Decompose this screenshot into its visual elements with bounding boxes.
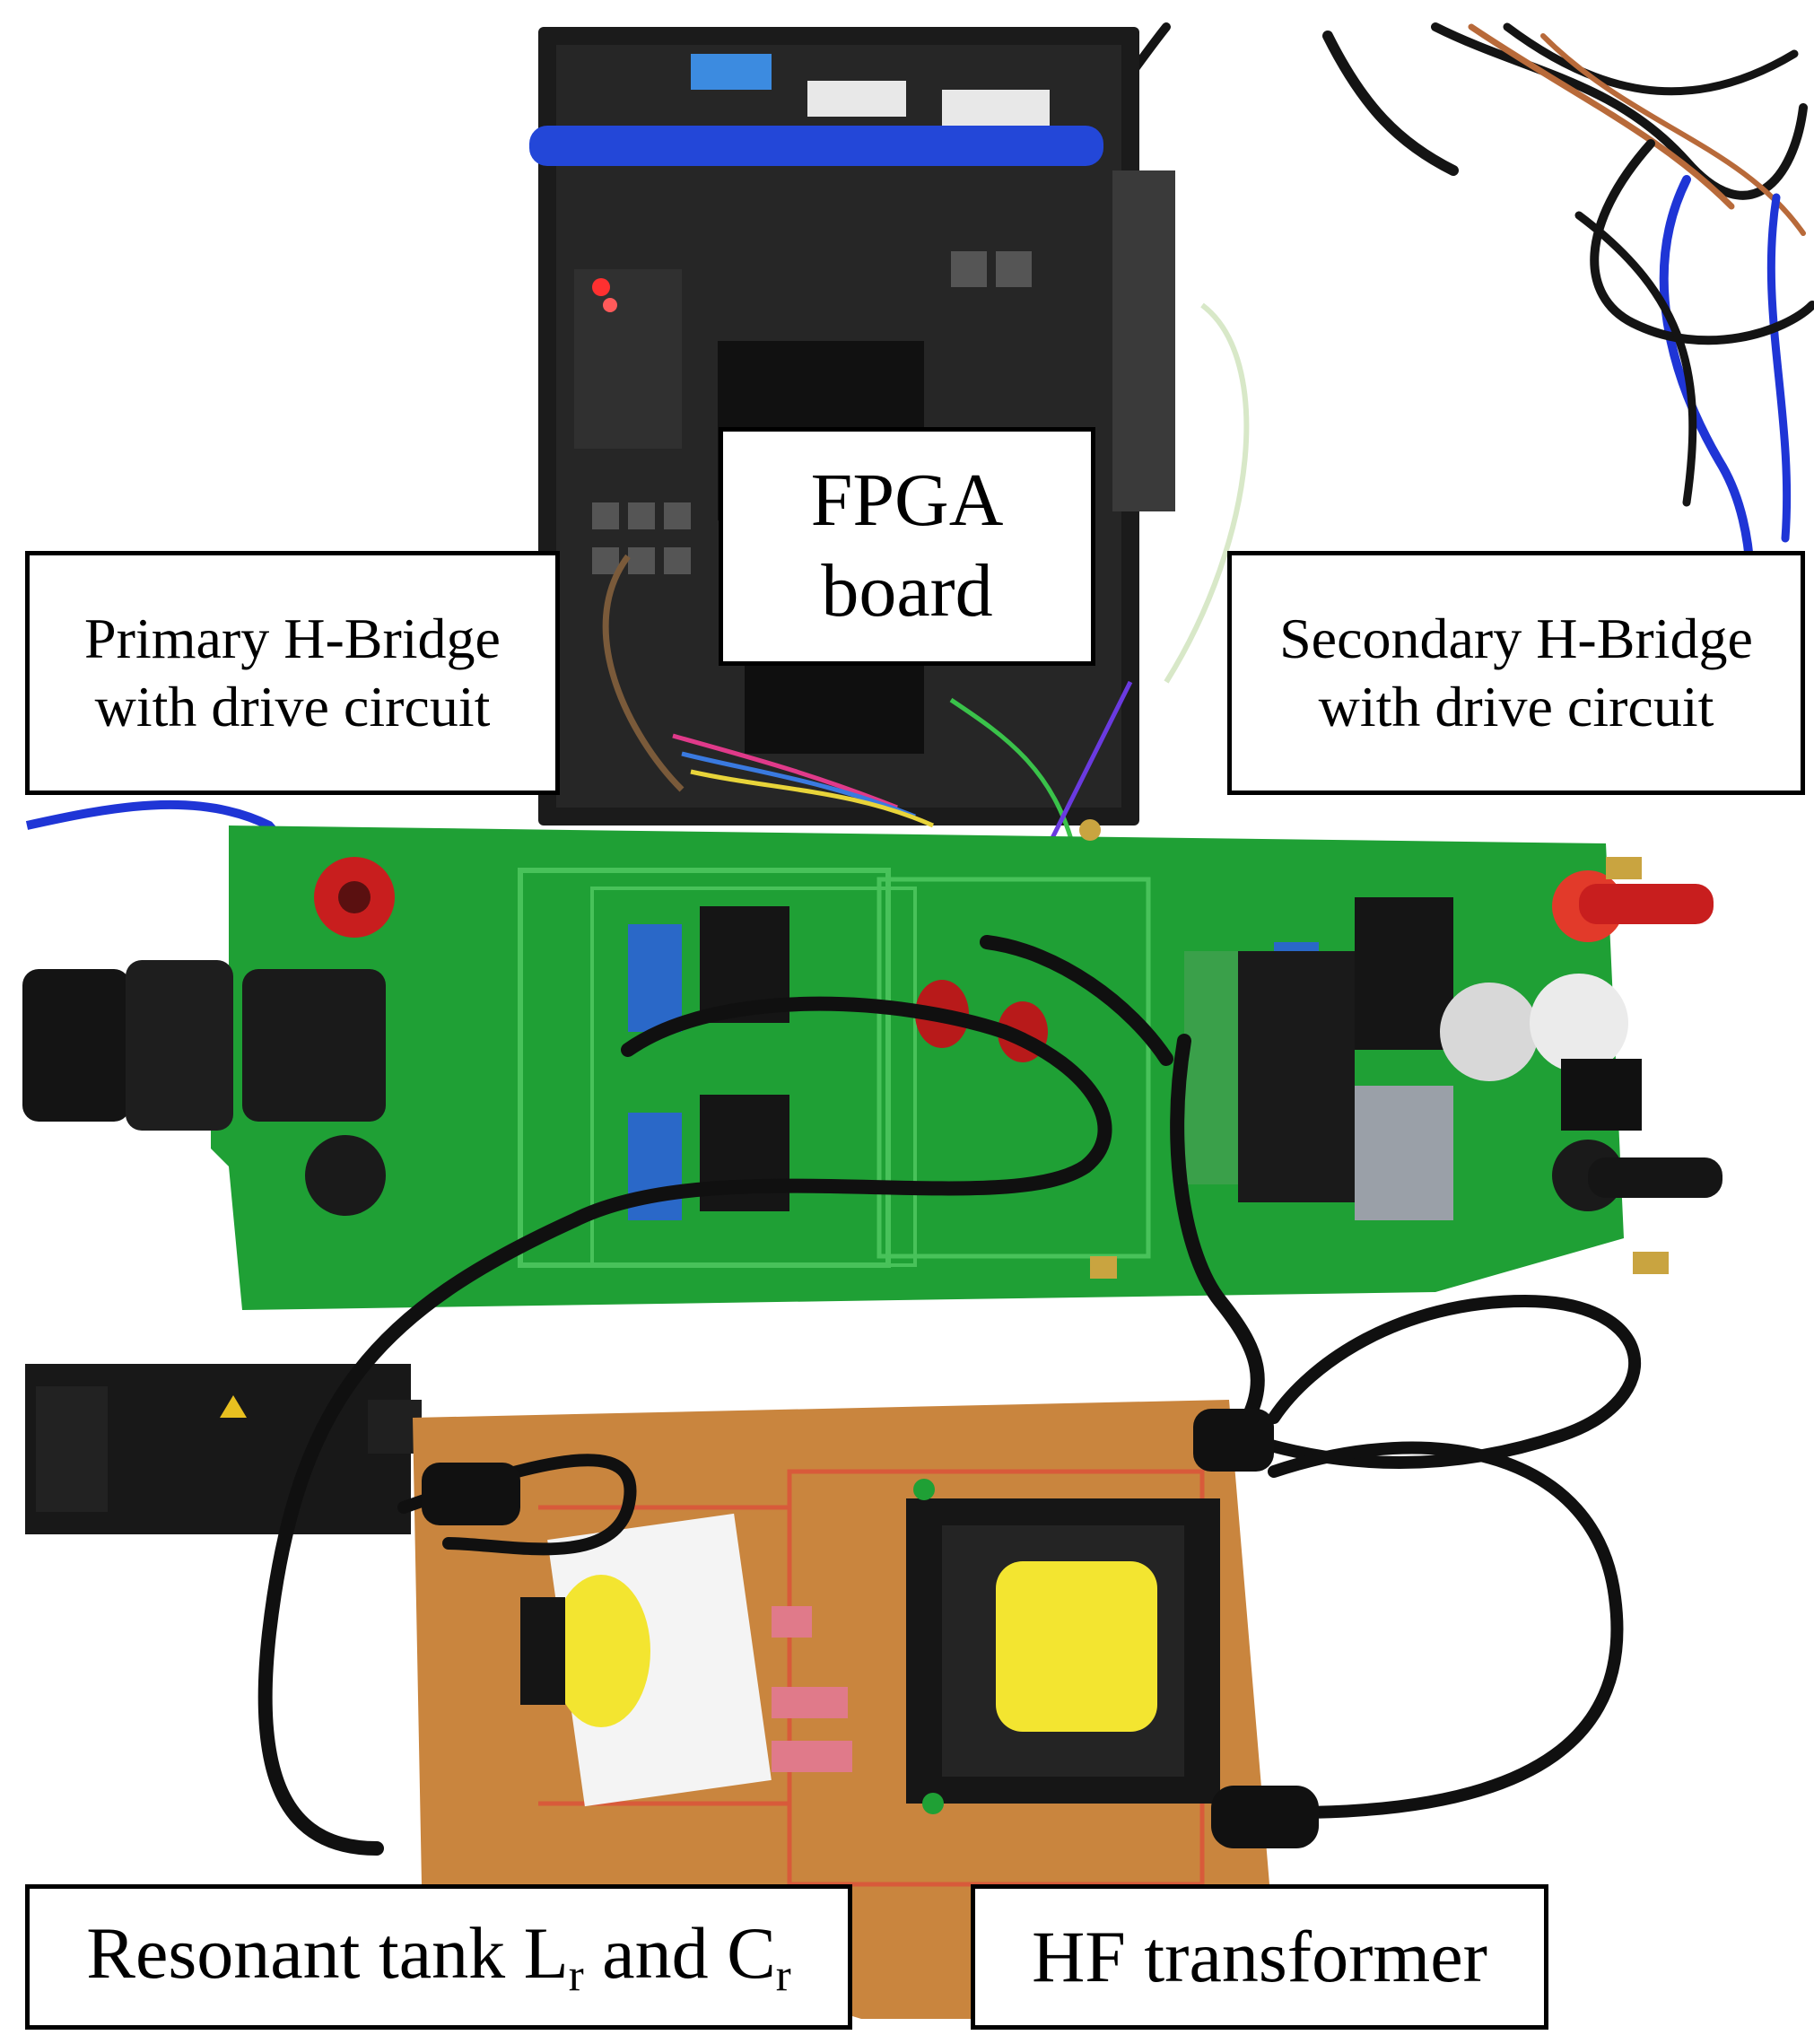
fpga-label-line1: FPGA	[810, 459, 1004, 543]
secondary-h-bridge-label: Secondary H-Bridge with drive circuit	[1227, 551, 1805, 795]
plug-right-bottom	[1211, 1786, 1319, 1848]
fpga-board-label: FPGA board	[719, 427, 1095, 666]
signal-wires	[602, 302, 1250, 863]
transformer-label-text: HF transformer	[1032, 1915, 1487, 1997]
wire-black-main	[257, 935, 1642, 1856]
resonant-label-sub-l: r	[568, 1950, 584, 2001]
resonant-label-text: Resonant tank Lr and Cr	[86, 1910, 790, 2003]
resonant-tank-label: Resonant tank Lr and Cr	[25, 1884, 852, 2030]
primary-label-line2: with drive circuit	[94, 675, 491, 738]
primary-h-bridge-label: Primary H-Bridge with drive circuit	[25, 551, 560, 795]
protoboard	[413, 1400, 1274, 2019]
resonant-label-middle: and C	[583, 1912, 776, 1995]
fpga-label-line2: board	[821, 549, 993, 633]
primary-label-line1: Primary H-Bridge	[84, 607, 501, 671]
secondary-label-line1: Secondary H-Bridge	[1279, 607, 1753, 671]
resonant-label-sub-c: r	[775, 1950, 791, 2001]
fpga-board	[529, 27, 1175, 825]
power-strip	[25, 1364, 422, 1534]
resonant-label-prefix: Resonant tank L	[86, 1912, 569, 1995]
plug-left	[422, 1463, 520, 1525]
main-pcb	[22, 819, 1722, 1310]
plug-right-top	[1193, 1409, 1274, 1472]
secondary-label-line2: with drive circuit	[1318, 675, 1714, 738]
hf-transformer-label: HF transformer	[971, 1884, 1548, 2030]
